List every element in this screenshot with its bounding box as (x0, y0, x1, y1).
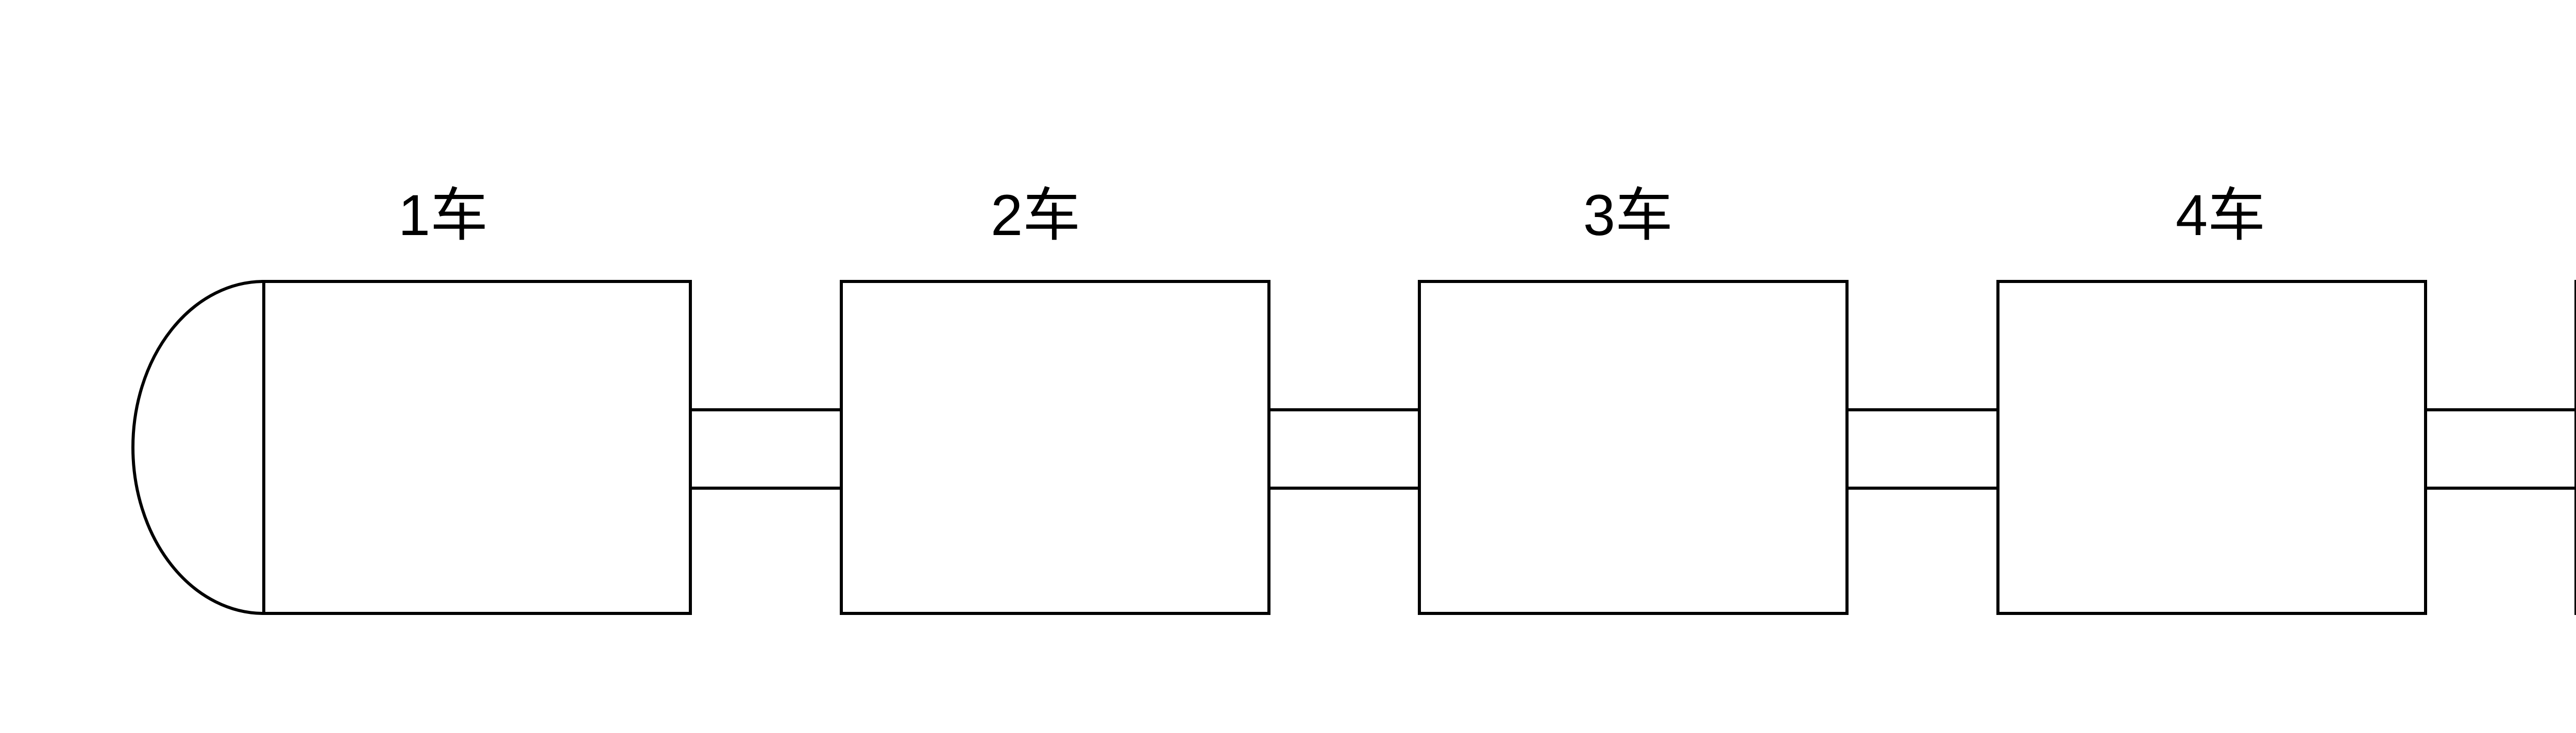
car-body-3[interactable] (1418, 280, 1849, 615)
nose-cap-left (131, 280, 265, 615)
car-body-4[interactable] (1996, 280, 2427, 615)
coupler-1 (689, 408, 843, 490)
car-label-4: 4车 (2175, 183, 2266, 247)
car-label-3: 3车 (1583, 183, 1673, 247)
nose-group (131, 280, 265, 615)
coupler-3 (1845, 408, 1999, 490)
car-body-2[interactable] (840, 280, 1270, 615)
car-body-1[interactable] (262, 280, 692, 615)
car-label-1: 1车 (398, 183, 488, 247)
coupler-2 (1267, 408, 1421, 490)
car-label-2: 2车 (990, 183, 1081, 247)
coupler-4 (2424, 408, 2576, 490)
car-body-group (262, 280, 2576, 615)
coupler-group (689, 408, 2576, 490)
